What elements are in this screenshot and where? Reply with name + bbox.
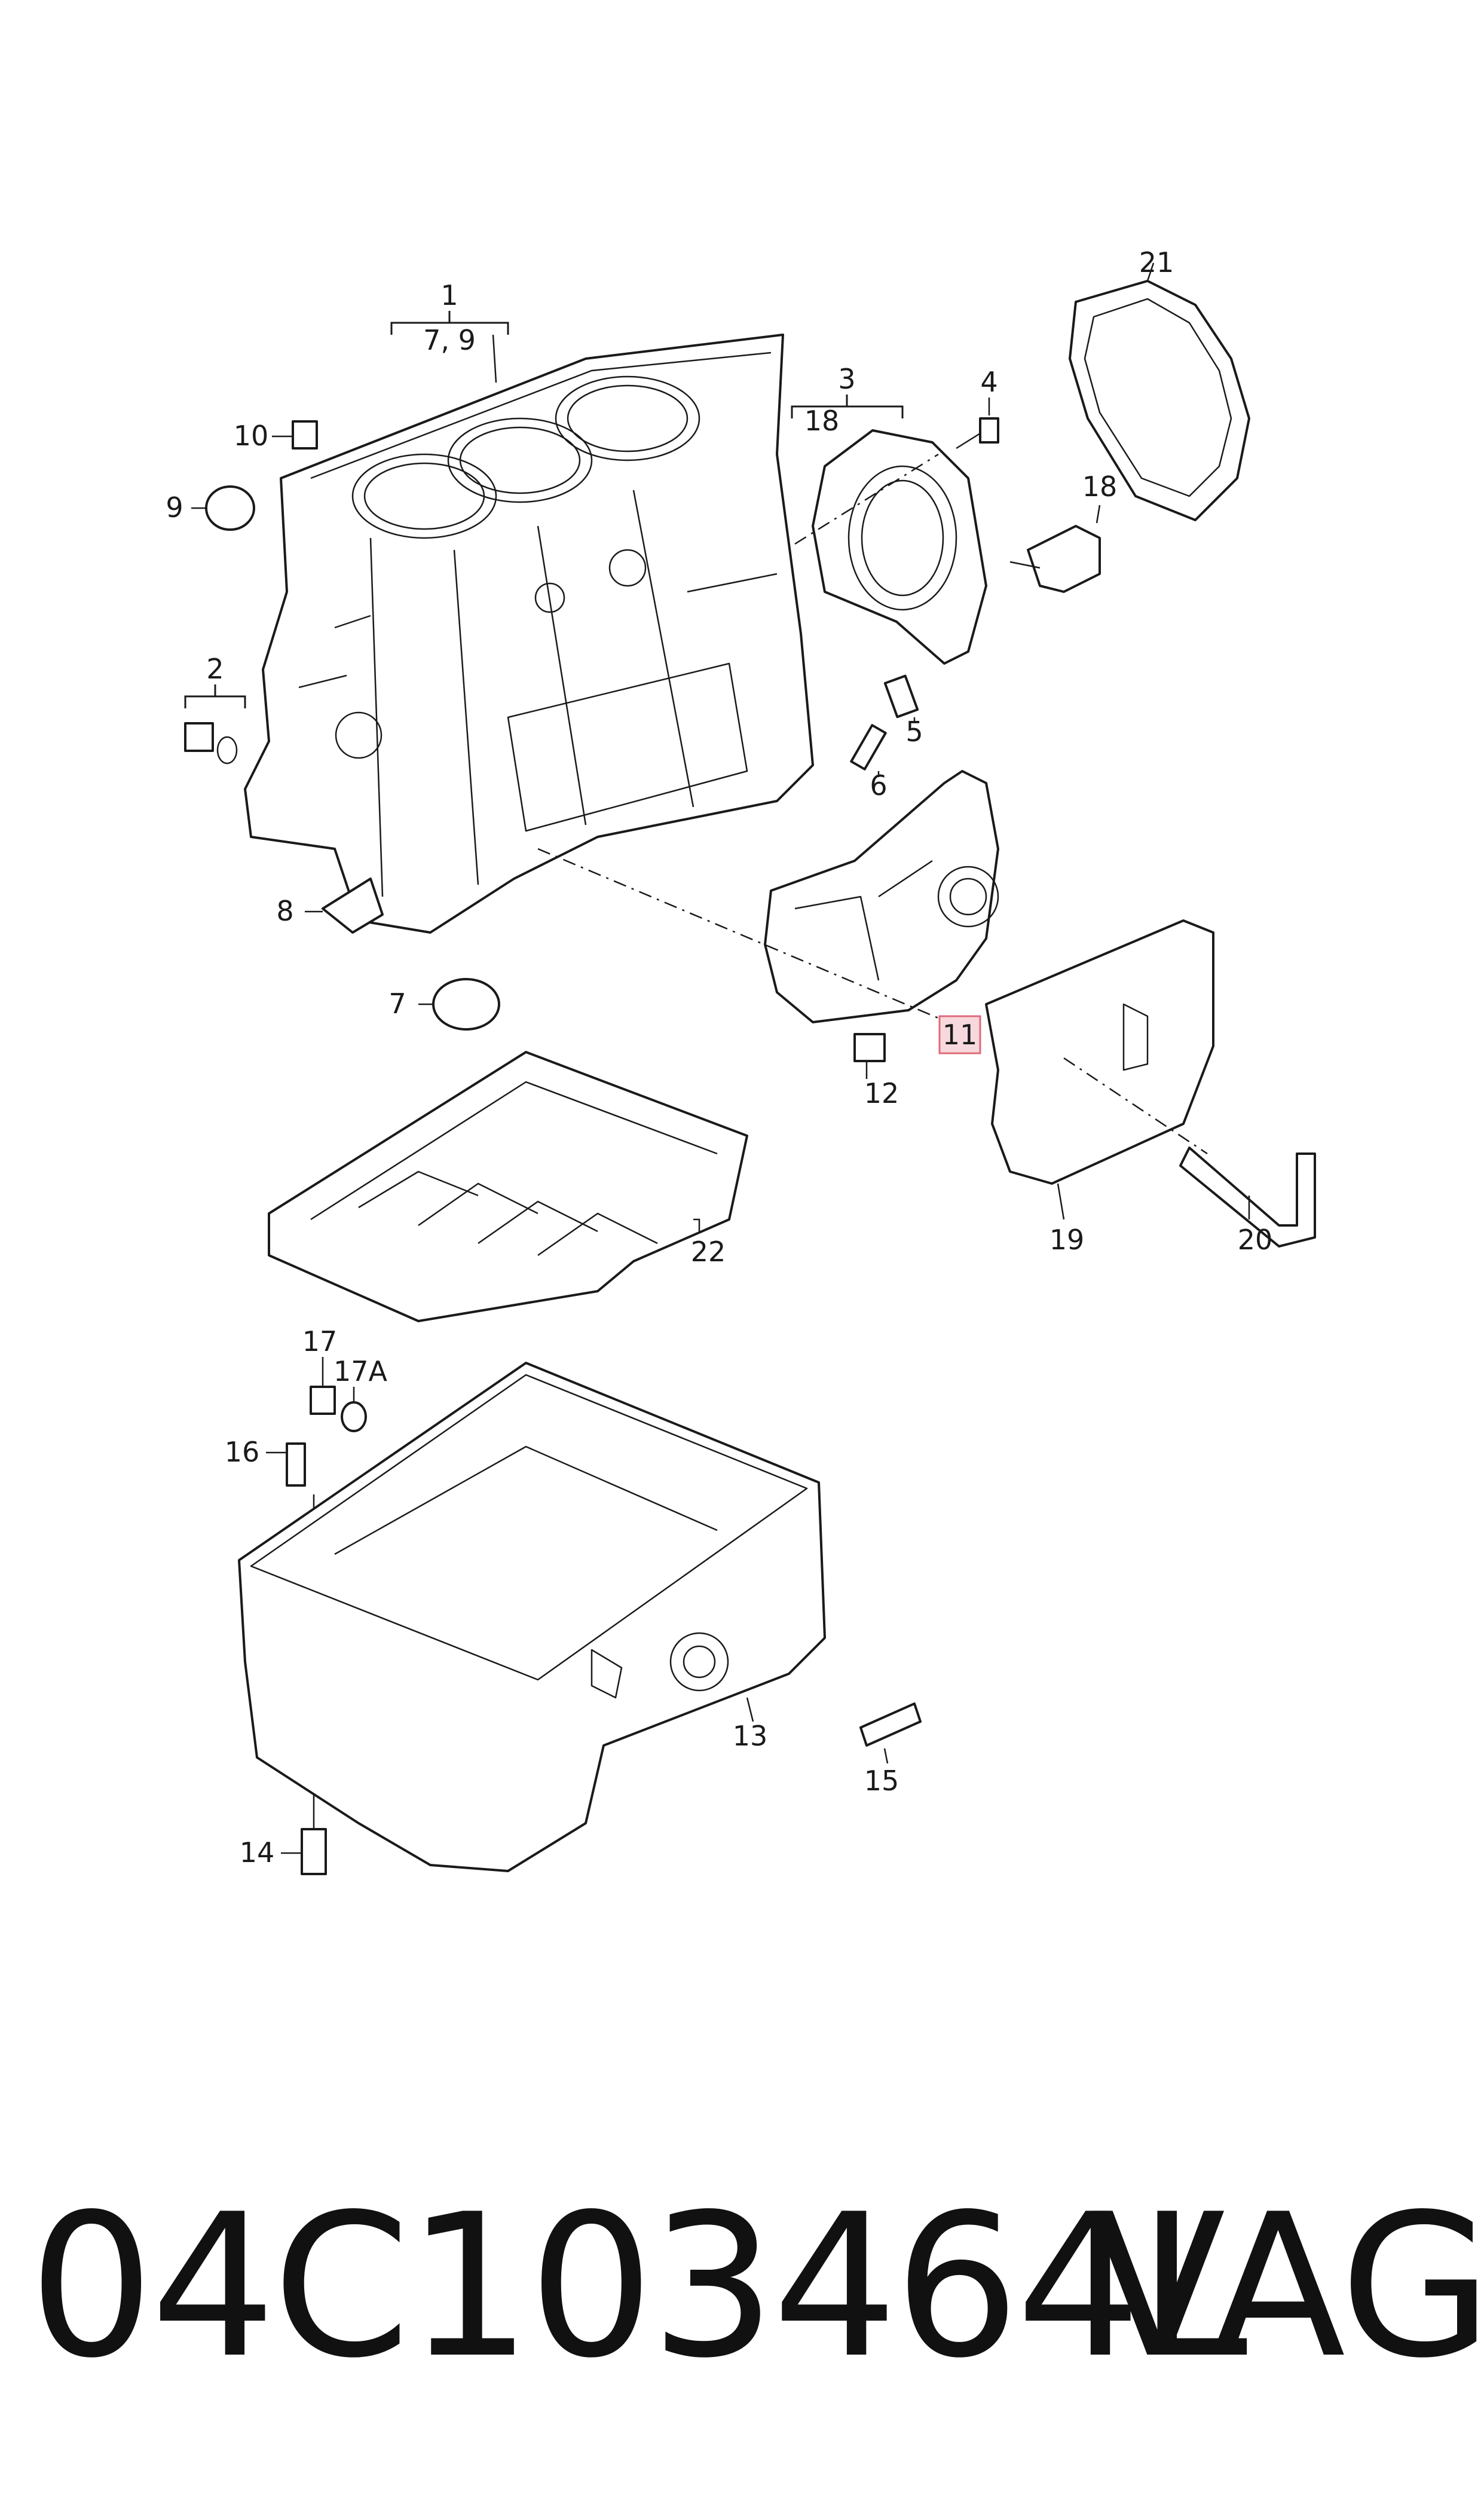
part-number: 04C103464L — [29, 2172, 1248, 2401]
callout-13: 13 — [733, 1720, 768, 1752]
oil-baffle — [985, 919, 1214, 1185]
leader-19 — [1057, 1183, 1065, 1220]
engine-block — [244, 334, 814, 934]
callout-4: 4 — [980, 366, 998, 398]
bracket-2 — [184, 684, 246, 708]
callout-10: 10 — [234, 420, 269, 452]
callout-3: 3 — [838, 363, 855, 395]
callout-8: 8 — [276, 895, 293, 927]
leader-22 — [693, 1218, 700, 1231]
brand-name: VAG — [1091, 2172, 1484, 2401]
sensor-part — [1009, 525, 1101, 593]
callout-17: 17 — [302, 1325, 338, 1358]
callout-12: 12 — [864, 1077, 899, 1109]
callout-16: 16 — [225, 1436, 260, 1468]
gasket-plate — [1069, 280, 1250, 521]
fasteners — [184, 417, 999, 1875]
callout-19: 19 — [1049, 1224, 1085, 1256]
leader-15 — [883, 1748, 889, 1764]
leader-18 — [1096, 505, 1101, 524]
assembly-line — [1063, 1057, 1208, 1155]
callout-3-sub: 18 — [804, 405, 840, 437]
assembly-line — [537, 848, 963, 1029]
callout-11: 11 — [943, 1019, 978, 1051]
leader-13 — [746, 1697, 754, 1722]
callout-5: 5 — [905, 716, 923, 748]
callout-20: 20 — [1238, 1224, 1273, 1256]
bracket-1 — [390, 311, 509, 335]
callout-9: 9 — [166, 491, 183, 524]
rear-seal-flange — [812, 429, 987, 665]
bearing-bridge — [268, 1051, 748, 1322]
leader-21 — [1146, 262, 1155, 282]
callout-6: 6 — [870, 769, 887, 802]
callout-14: 14 — [240, 1836, 275, 1869]
oil-pan — [238, 1362, 826, 1872]
assembly-line — [794, 453, 939, 545]
callout-15: 15 — [864, 1765, 899, 1797]
callout-18: 18 — [1082, 470, 1118, 503]
bracket-3 — [791, 395, 904, 418]
oil-pump-cover — [764, 770, 999, 1023]
callout-1: 1 — [440, 279, 458, 311]
pipe — [1179, 1147, 1316, 1248]
callout-2: 2 — [206, 653, 224, 685]
callout-17a: 17A — [333, 1355, 388, 1387]
exploded-parts-diagram: 1 7, 9 2 3 18 4 5 6 7 8 9 10 11 12 13 14… — [166, 246, 1316, 1875]
callout-1-sub: 7, 9 — [423, 324, 476, 356]
callout-21: 21 — [1139, 246, 1174, 279]
leader-1 — [492, 334, 497, 383]
highlight-box-11 — [938, 1015, 981, 1054]
callout-22: 22 — [691, 1236, 726, 1268]
callout-7: 7 — [388, 988, 406, 1020]
